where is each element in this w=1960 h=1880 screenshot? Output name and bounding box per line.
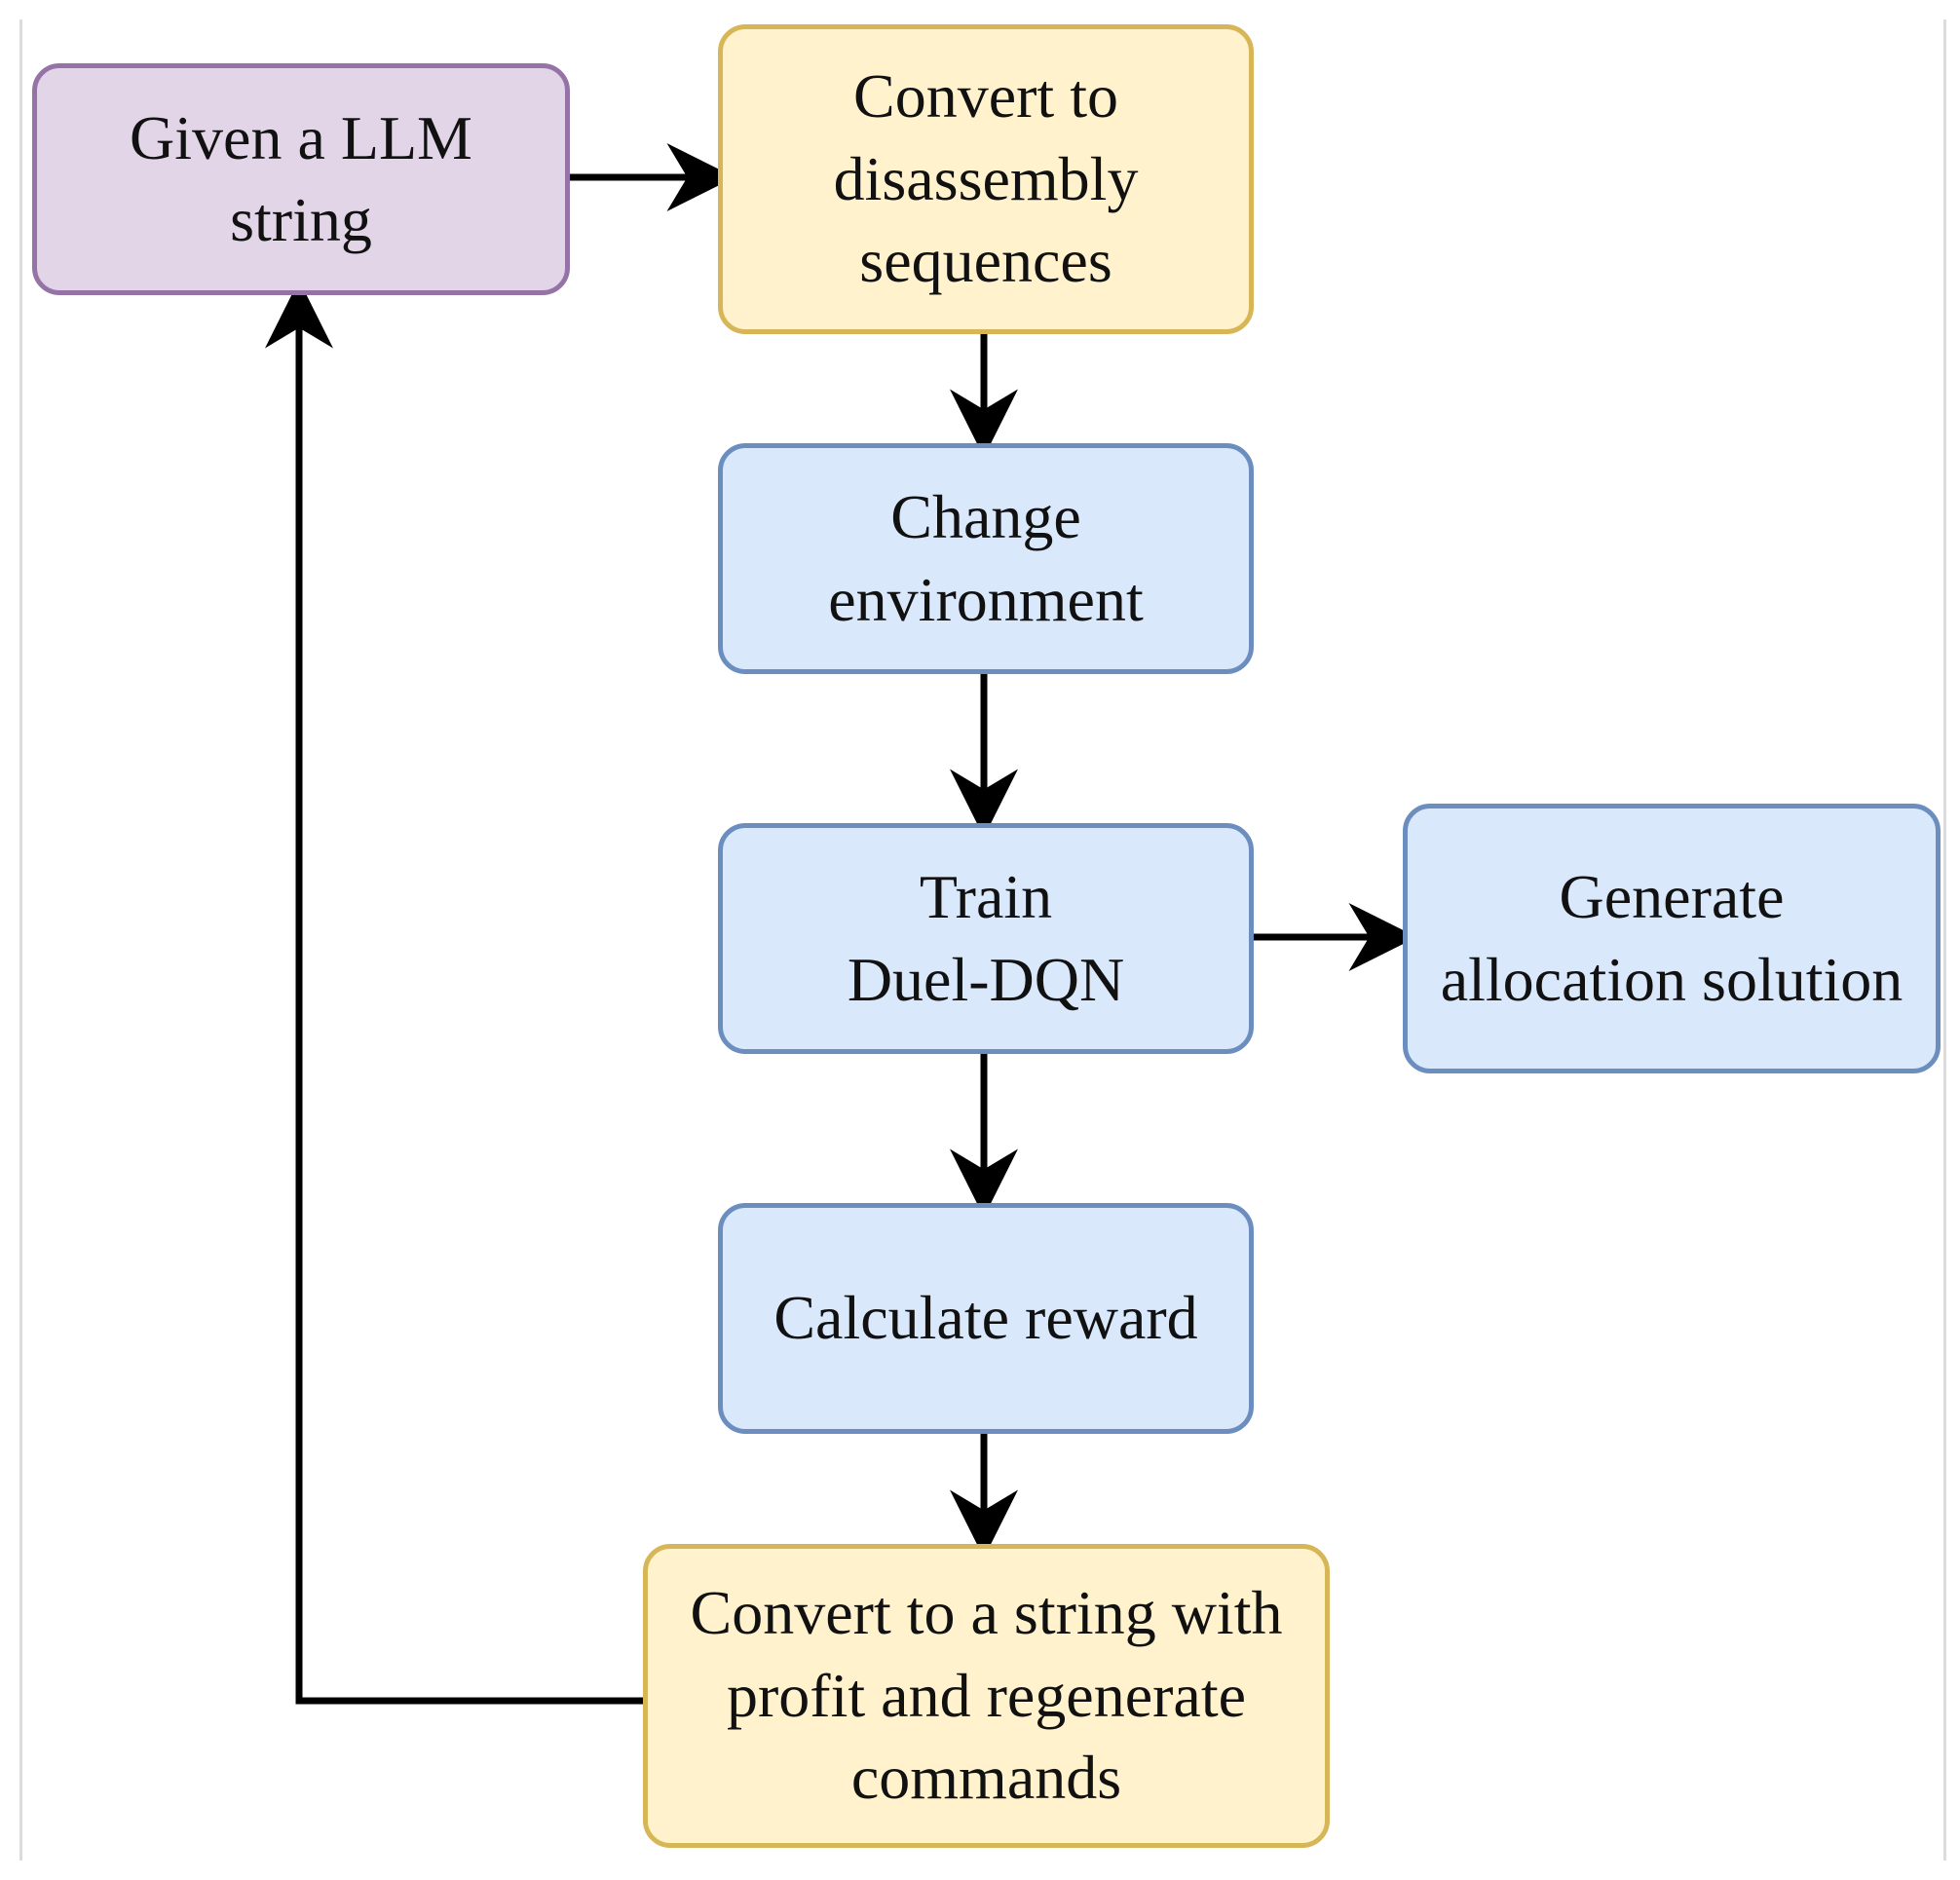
node-convert-string-profit: Convert to a string with profit and rege… [643, 1544, 1330, 1848]
left-border-line [19, 19, 22, 1861]
arrow-feedback-loop [265, 280, 643, 1705]
node-generate-allocation: Generate allocation solution [1403, 804, 1941, 1073]
node-given-llm-string: Given a LLM string [32, 63, 570, 295]
node-train-duel-dqn: Train Duel-DQN [718, 823, 1254, 1054]
node-calculate-reward: Calculate reward [718, 1203, 1254, 1434]
node-change-environment: Change environment [718, 443, 1254, 674]
right-border-line [1943, 19, 1946, 1861]
node-convert-disassembly: Convert to disassembly sequences [718, 24, 1254, 334]
